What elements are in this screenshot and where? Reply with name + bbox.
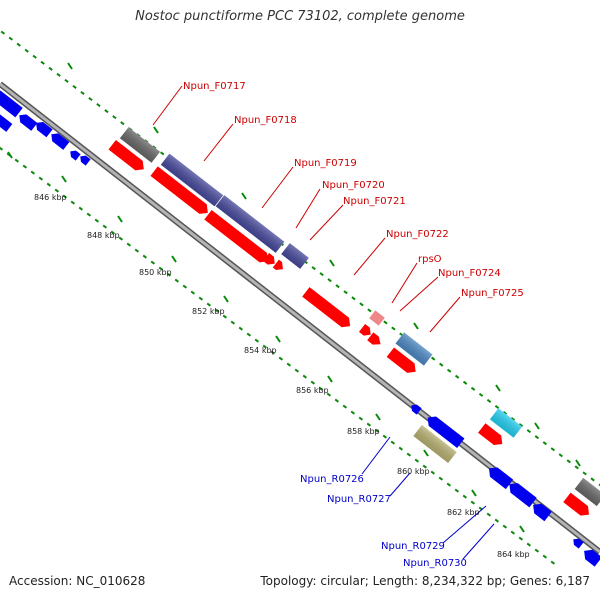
- reverse-strand-genes: [0, 87, 600, 567]
- gene-label-reverse[interactable]: Npun_R0729: [381, 541, 445, 552]
- gene-label-forward[interactable]: Npun_F0717: [183, 81, 246, 92]
- scale-tick-label: 864 kbp: [497, 550, 530, 559]
- gene-arrow-forward[interactable]: [272, 259, 286, 273]
- gene-arrow-reverse[interactable]: [68, 148, 81, 161]
- accession-text: Accession: NC_010628: [9, 574, 146, 588]
- scale-tick-label: 852 kbp: [192, 307, 225, 316]
- scale-tick-label: 862 kbp: [447, 508, 480, 517]
- gene-arrow-forward[interactable]: [302, 287, 354, 331]
- gene-label-forward[interactable]: Npun_F0720: [322, 180, 385, 191]
- gene-label-reverse[interactable]: Npun_R0726: [300, 474, 364, 485]
- forward-strand-genes: [108, 140, 592, 520]
- cds-feature-block[interactable]: [215, 195, 285, 253]
- gene-arrow-reverse[interactable]: [409, 402, 422, 415]
- scale-tick-label: 854 kbp: [244, 346, 277, 355]
- cyan-feature-block[interactable]: [489, 408, 523, 438]
- gene-arrow-reverse[interactable]: [506, 479, 537, 508]
- gene-arrow-reverse[interactable]: [48, 130, 70, 150]
- gray-feature-block[interactable]: [119, 127, 161, 163]
- rrna-feature-block[interactable]: [369, 310, 385, 326]
- scale-tick-label: 856 kbp: [296, 386, 329, 395]
- gene-label-forward[interactable]: Npun_F0718: [234, 115, 297, 126]
- gene-arrow-forward[interactable]: [367, 332, 383, 348]
- gene-label-forward[interactable]: Npun_F0725: [461, 288, 524, 299]
- scale-tick-label: 858 kbp: [347, 427, 380, 436]
- gene-arrow-reverse[interactable]: [0, 87, 23, 118]
- gene-arrow-reverse[interactable]: [16, 111, 38, 131]
- gene-arrow-reverse[interactable]: [529, 500, 552, 522]
- gene-label-forward[interactable]: Npun_F0721: [343, 196, 406, 207]
- gene-arrow-reverse[interactable]: [571, 536, 584, 549]
- gene-arrow-reverse[interactable]: [580, 546, 600, 567]
- gene-arrow-reverse[interactable]: [485, 464, 514, 490]
- scale-labels: 846 kbp 848 kbp 850 kbp 852 kbp 854 kbp …: [34, 193, 530, 559]
- cds-feature-block[interactable]: [160, 153, 224, 207]
- gene-arrow-forward[interactable]: [478, 423, 506, 448]
- inner-dotted-track: [0, 146, 562, 570]
- gene-label-forward[interactable]: Npun_F0719: [294, 158, 357, 169]
- scale-tick-label: 848 kbp: [87, 231, 120, 240]
- cds-feature-block[interactable]: [281, 243, 309, 269]
- gene-arrow-forward[interactable]: [262, 252, 278, 268]
- inner-track-ticks: [7, 151, 525, 533]
- khaki-feature-block[interactable]: [413, 424, 457, 464]
- gene-arrow-reverse[interactable]: [33, 119, 53, 138]
- gene-arrow-forward[interactable]: [150, 166, 211, 217]
- scale-tick-label: 860 kbp: [397, 467, 430, 476]
- scale-tick-label: 846 kbp: [34, 193, 67, 202]
- gene-arrow-forward[interactable]: [108, 140, 148, 174]
- gene-arrow-reverse[interactable]: [78, 153, 91, 166]
- gene-arrow-forward[interactable]: [563, 492, 592, 520]
- gene-label-forward[interactable]: Npun_F0722: [386, 229, 449, 240]
- gene-label-forward[interactable]: Npun_F0724: [438, 268, 501, 279]
- gene-arrow-forward[interactable]: [358, 323, 374, 339]
- gene-arrow-reverse[interactable]: [424, 413, 465, 448]
- map-title: Nostoc punctiforme PCC 73102, complete g…: [135, 9, 465, 24]
- gene-arrow-forward[interactable]: [204, 209, 271, 266]
- feature-track: [119, 127, 600, 507]
- forward-label-leaders: [152, 85, 461, 333]
- gene-label-forward[interactable]: rpsO: [418, 254, 442, 265]
- scale-tick-label: 850 kbp: [139, 268, 172, 277]
- gray-feature-block[interactable]: [574, 477, 600, 507]
- reverse-label-leaders: [361, 436, 495, 560]
- gene-arrow-reverse[interactable]: [0, 111, 13, 132]
- gene-label-reverse[interactable]: Npun_R0727: [327, 494, 391, 505]
- steelblue-feature-block[interactable]: [395, 332, 433, 366]
- reverse-gene-labels: Npun_R0726 Npun_R0727 Npun_R0729 Npun_R0…: [300, 474, 467, 569]
- outer-track-ticks: [67, 62, 581, 467]
- gene-label-reverse[interactable]: Npun_R0730: [403, 558, 467, 569]
- genome-summary-text: Topology: circular; Length: 8,234,322 bp…: [260, 574, 590, 588]
- gene-arrow-forward[interactable]: [386, 347, 420, 376]
- forward-gene-labels: Npun_F0717 Npun_F0718 Npun_F0719 Npun_F0…: [183, 81, 524, 299]
